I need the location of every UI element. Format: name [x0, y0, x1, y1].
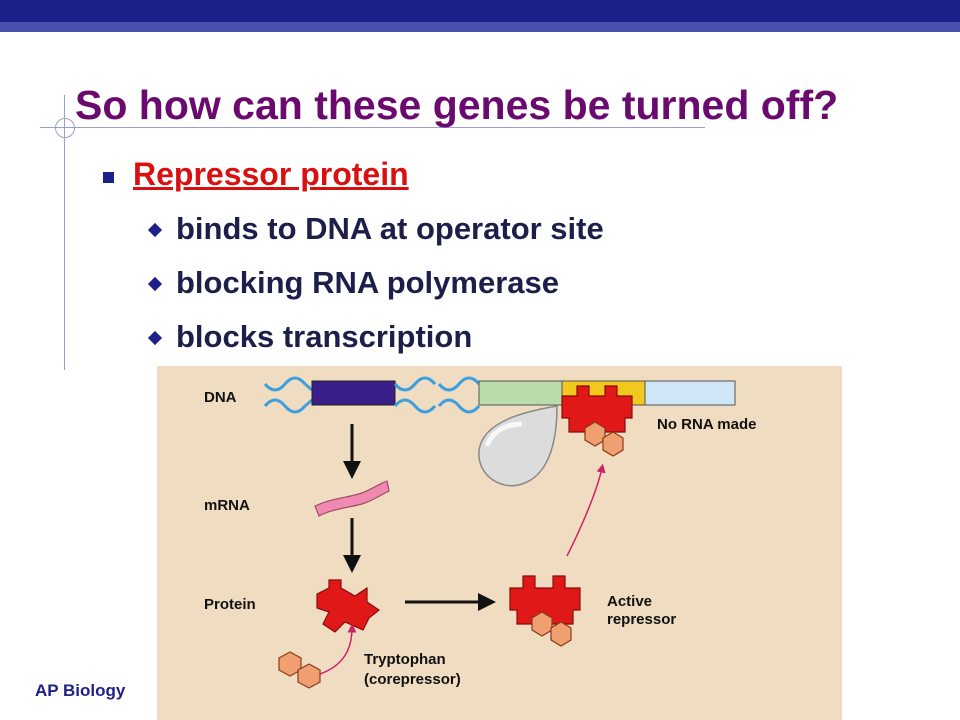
label-tryptophan: Tryptophan: [364, 651, 446, 668]
top-banner-stripe: [0, 22, 960, 32]
label-corepressor: (corepressor): [364, 671, 461, 688]
top-banner: [0, 0, 960, 22]
active-tryptophan-icon: [531, 611, 572, 647]
label-no-rna-made: No RNA made: [657, 416, 756, 433]
arrow-tryptophan-binding: [319, 623, 357, 675]
diamond-bullet-icon: [147, 222, 163, 238]
footer-label: AP Biology: [35, 681, 126, 700]
downstream-region: [644, 380, 736, 406]
bound-tryptophan-icon: [584, 421, 624, 457]
label-active: Active: [607, 593, 652, 610]
square-bullet-icon: [103, 172, 114, 183]
label-mrna: mRNA: [204, 497, 250, 514]
decor-horizontal-line: [40, 127, 705, 128]
arrow-repressor-to-operator: [566, 463, 606, 557]
sub-bullet-2: blocking RNA polymerase: [176, 265, 560, 300]
page-title: So how can these genes be turned off?: [75, 82, 839, 128]
decor-vertical-line: [64, 95, 65, 370]
diamond-bullet-icon: [147, 276, 163, 292]
label-protein: Protein: [204, 596, 256, 613]
dna-helix-left: [263, 376, 313, 414]
main-bullet-text: Repressor protein: [133, 156, 409, 192]
mrna-strand-icon: [314, 480, 390, 517]
sub-bullet-1: binds to DNA at operator site: [176, 211, 604, 246]
gene-region: [311, 380, 396, 406]
label-repressor: repressor: [607, 611, 676, 628]
repressor-diagram: DNA mRNA Protein No RNA made Active repr…: [157, 366, 842, 720]
decor-circle: [55, 118, 75, 138]
bound-repressor-icon: [561, 385, 633, 433]
dna-helix-mid: [393, 376, 481, 414]
label-dna: DNA: [204, 389, 237, 406]
diamond-bullet-icon: [147, 330, 163, 346]
rna-polymerase-shape: [478, 405, 558, 487]
active-repressor-icon: [509, 575, 581, 625]
inactive-repressor-icon: [316, 579, 381, 633]
sub-bullet-3: blocks transcription: [176, 319, 473, 354]
promoter-region: [478, 380, 563, 406]
free-tryptophan-icon: [278, 651, 321, 689]
